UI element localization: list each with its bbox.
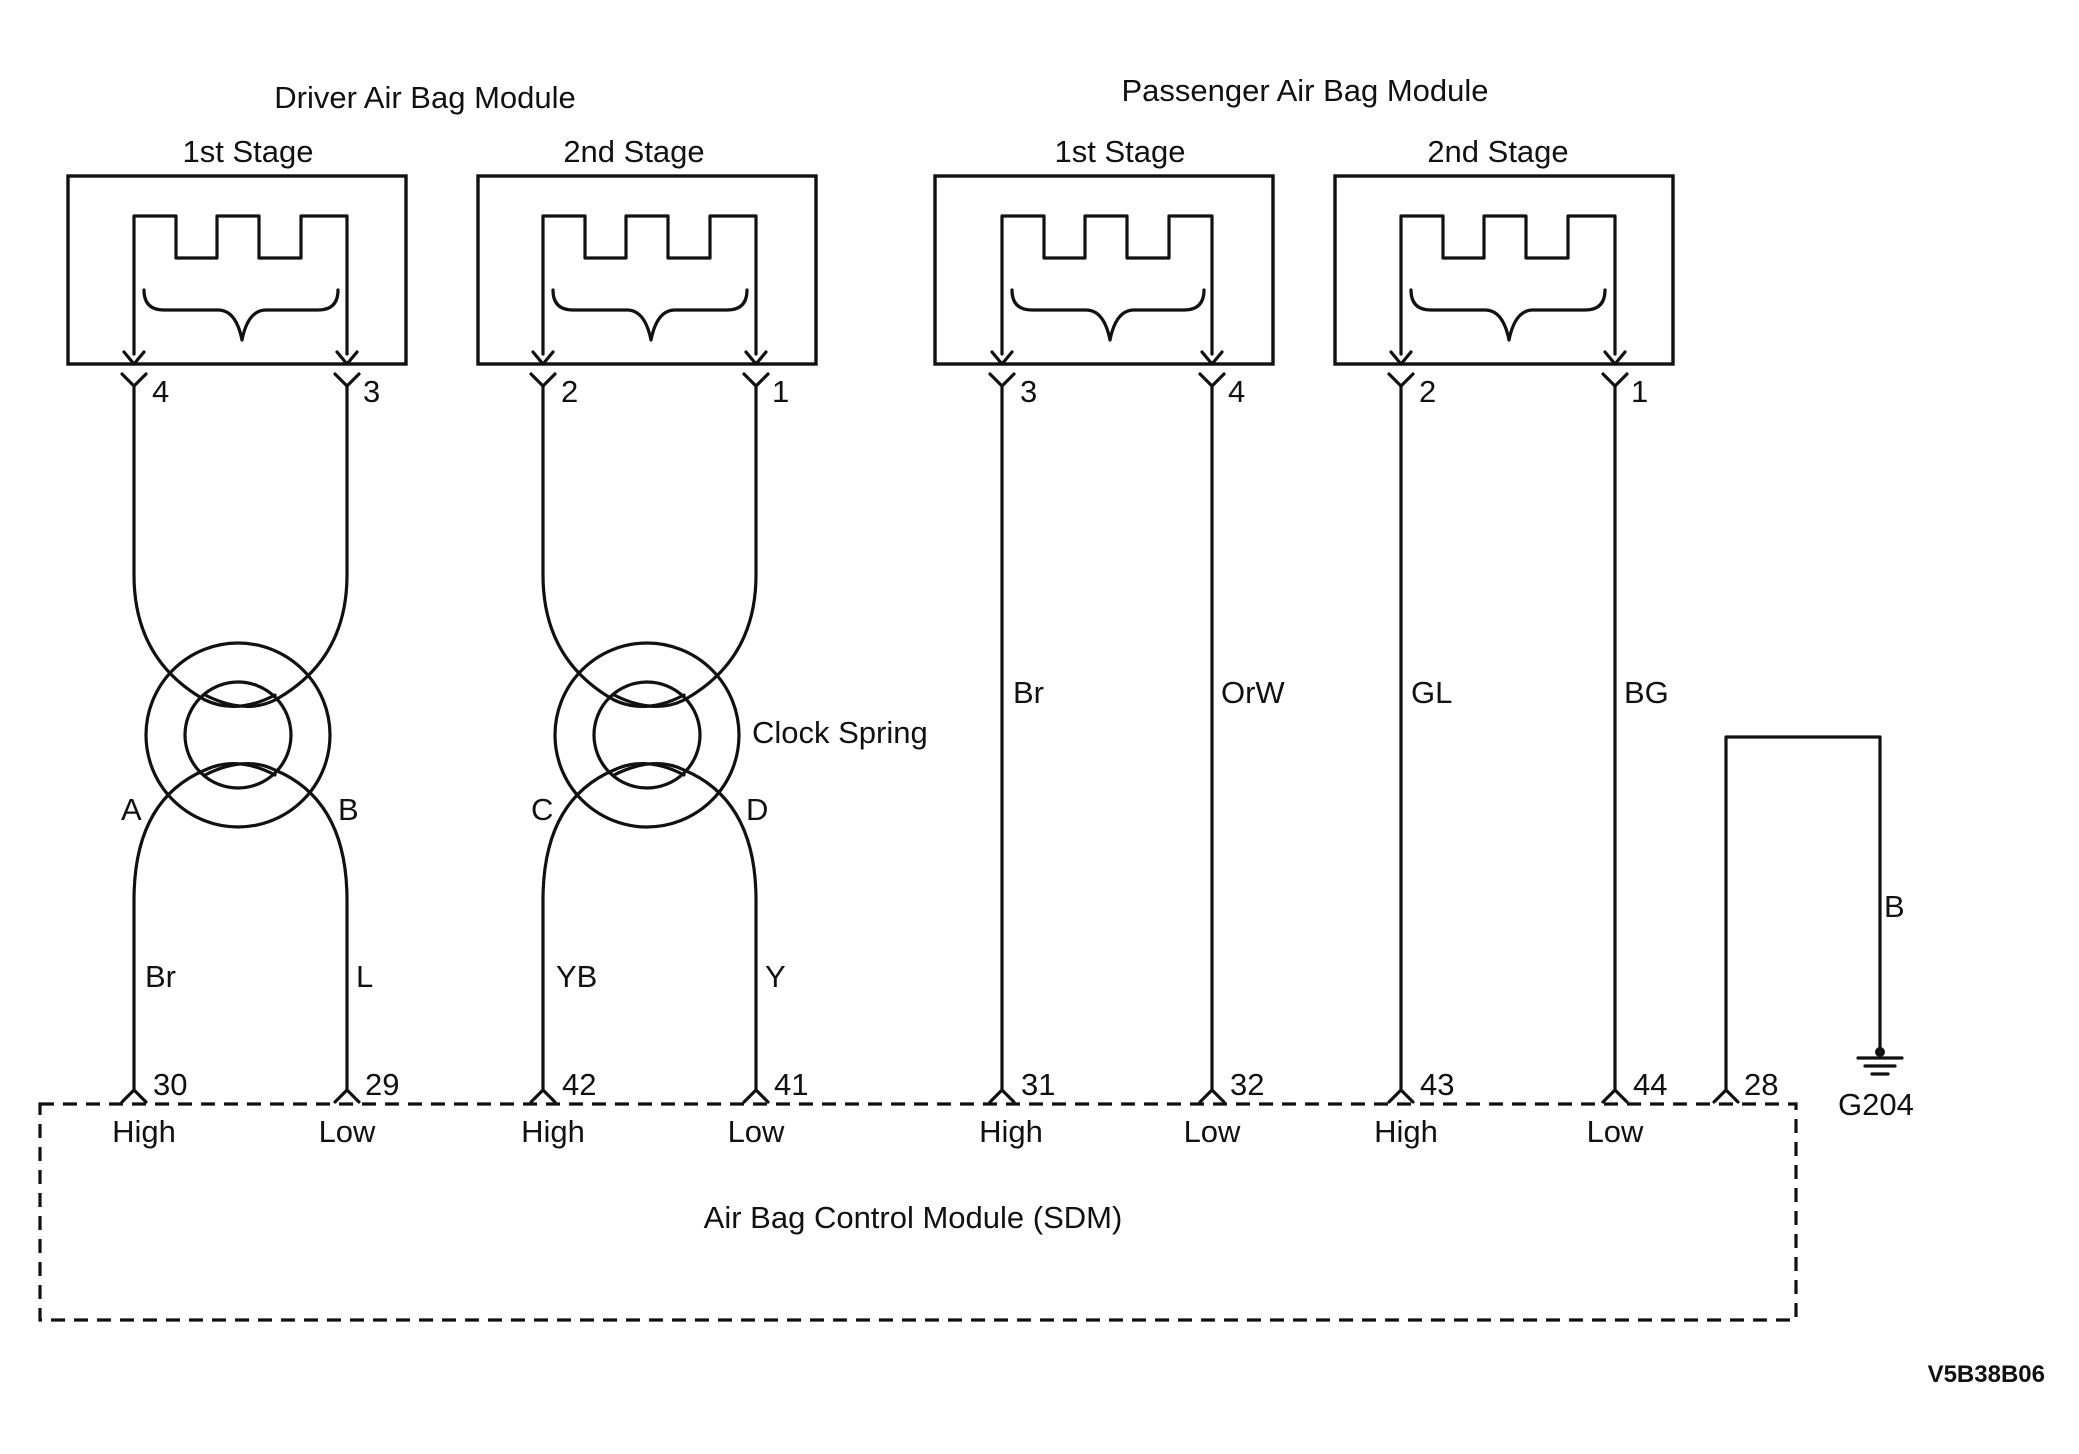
wire-color-y: Y: [765, 959, 786, 994]
sdm-high-43: High: [1374, 1114, 1438, 1149]
driver-stage2-wires: [541, 384, 758, 1092]
pin-p2-right: 1: [1631, 374, 1648, 409]
driver-stage1-module: [66, 174, 408, 366]
sdm-pin-42: 42: [562, 1067, 596, 1102]
pin-p1-left: 3: [1020, 374, 1037, 409]
terminal-a: A: [121, 792, 142, 827]
wire-color-orw: OrW: [1221, 675, 1285, 710]
figure-code: V5B38B06: [1928, 1361, 2045, 1388]
passenger-stage1-label: 1st Stage: [1055, 134, 1186, 169]
sdm-title: Air Bag Control Module (SDM): [704, 1200, 1123, 1235]
wire-color-l: L: [356, 959, 373, 994]
sdm-pin-31: 31: [1021, 1067, 1055, 1102]
sdm-low-44: Low: [1587, 1114, 1644, 1149]
sdm-low-41: Low: [728, 1114, 785, 1149]
terminal-d: D: [746, 792, 768, 827]
sdm-pin-43: 43: [1420, 1067, 1454, 1102]
driver-stage1-label: 1st Stage: [183, 134, 314, 169]
wire-color-bg: BG: [1624, 675, 1669, 710]
passenger-stage2-label: 2nd Stage: [1427, 134, 1568, 169]
sdm-connectors: [120, 1088, 1740, 1104]
sdm-high-31: High: [979, 1114, 1043, 1149]
wire-color-b: B: [1884, 889, 1905, 924]
terminal-c: C: [531, 792, 553, 827]
sdm-pin-29: 29: [365, 1067, 399, 1102]
sdm-pin-41: 41: [774, 1067, 808, 1102]
sdm-pin-44: 44: [1633, 1067, 1667, 1102]
pin-p2-left: 2: [1419, 374, 1436, 409]
pin-d2-right: 1: [772, 374, 789, 409]
sdm-pin-28: 28: [1744, 1067, 1778, 1102]
sdm-high-30: High: [112, 1114, 176, 1149]
passenger-stage1-module: [933, 174, 1275, 366]
sdm-low-29: Low: [319, 1114, 376, 1149]
terminal-b: B: [338, 792, 359, 827]
driver-stage1-wires: [132, 384, 349, 1092]
passenger-stage2-module: [1333, 174, 1675, 366]
driver-module-title: Driver Air Bag Module: [274, 80, 576, 115]
wire-color-gl: GL: [1411, 675, 1452, 710]
wire-color-br2: Br: [1013, 675, 1044, 710]
sdm-pin-32: 32: [1230, 1067, 1264, 1102]
wire-color-yb: YB: [556, 959, 597, 994]
ground-wire: [1724, 735, 1904, 1092]
pin-p1-right: 4: [1228, 374, 1245, 409]
driver-stage2-label: 2nd Stage: [563, 134, 704, 169]
pin-d1-right: 3: [363, 374, 380, 409]
passenger-wires: [1000, 384, 1617, 1092]
module-connectors: [120, 372, 1629, 388]
clock-spring-label: Clock Spring: [752, 715, 928, 750]
pin-d1-left: 4: [152, 374, 169, 409]
sdm-module-box: [38, 1102, 1798, 1322]
sdm-high-42: High: [521, 1114, 585, 1149]
sdm-pin-30: 30: [153, 1067, 187, 1102]
sdm-low-32: Low: [1184, 1114, 1241, 1149]
wire-color-br: Br: [145, 959, 176, 994]
ground-label: G204: [1838, 1087, 1914, 1122]
driver-stage2-module: [476, 174, 818, 366]
passenger-module-title: Passenger Air Bag Module: [1121, 73, 1488, 108]
pin-d2-left: 2: [561, 374, 578, 409]
